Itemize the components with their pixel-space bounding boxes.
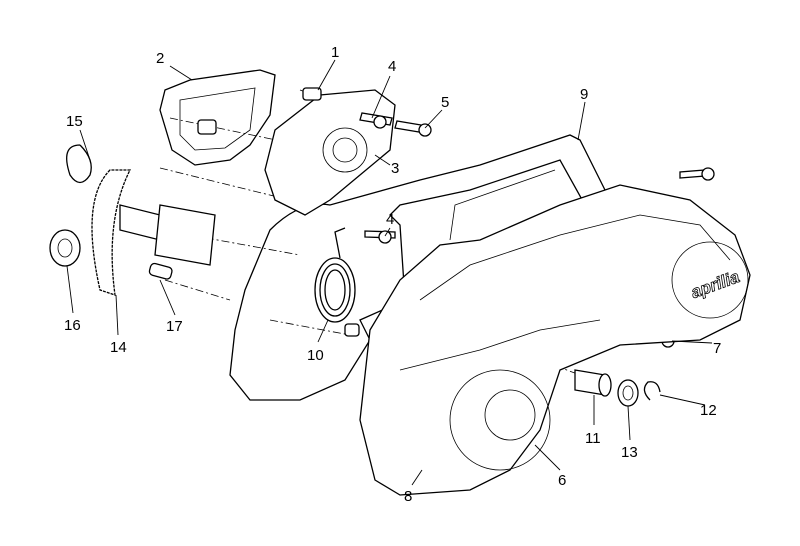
kick-start-gear-shaft: [49, 144, 216, 296]
callout-8: 8: [404, 488, 412, 505]
callout-4: 4: [388, 58, 396, 75]
callout-4: 4: [386, 211, 394, 228]
washer: [617, 379, 639, 407]
leader-lines: [66, 59, 713, 486]
callout-12: 12: [700, 402, 717, 419]
bushing: [302, 87, 322, 101]
transmission-cover: [359, 184, 751, 496]
callout-5: 5: [441, 94, 449, 111]
callout-2: 2: [156, 50, 164, 67]
callout-3: 3: [391, 160, 399, 177]
callout-13: 13: [621, 444, 638, 461]
circlip: [643, 381, 661, 401]
callout-6: 6: [558, 472, 566, 489]
callout-7: 7: [713, 340, 721, 357]
callout-14: 14: [110, 339, 127, 356]
callout-9: 9: [580, 86, 588, 103]
callout-labels: 1 2 3 4 4 5 6 7 8 9 10 11 12 13 14 15 16…: [64, 44, 721, 505]
callout-15: 15: [66, 113, 83, 130]
callout-17: 17: [166, 318, 183, 335]
callout-16: 16: [64, 317, 81, 334]
small-gasket: [159, 69, 276, 166]
callout-11: 11: [585, 430, 601, 447]
return-spring: [314, 227, 360, 337]
starter-cover: [264, 89, 396, 216]
callout-10: 10: [307, 347, 324, 364]
callout-1: 1: [331, 44, 339, 61]
